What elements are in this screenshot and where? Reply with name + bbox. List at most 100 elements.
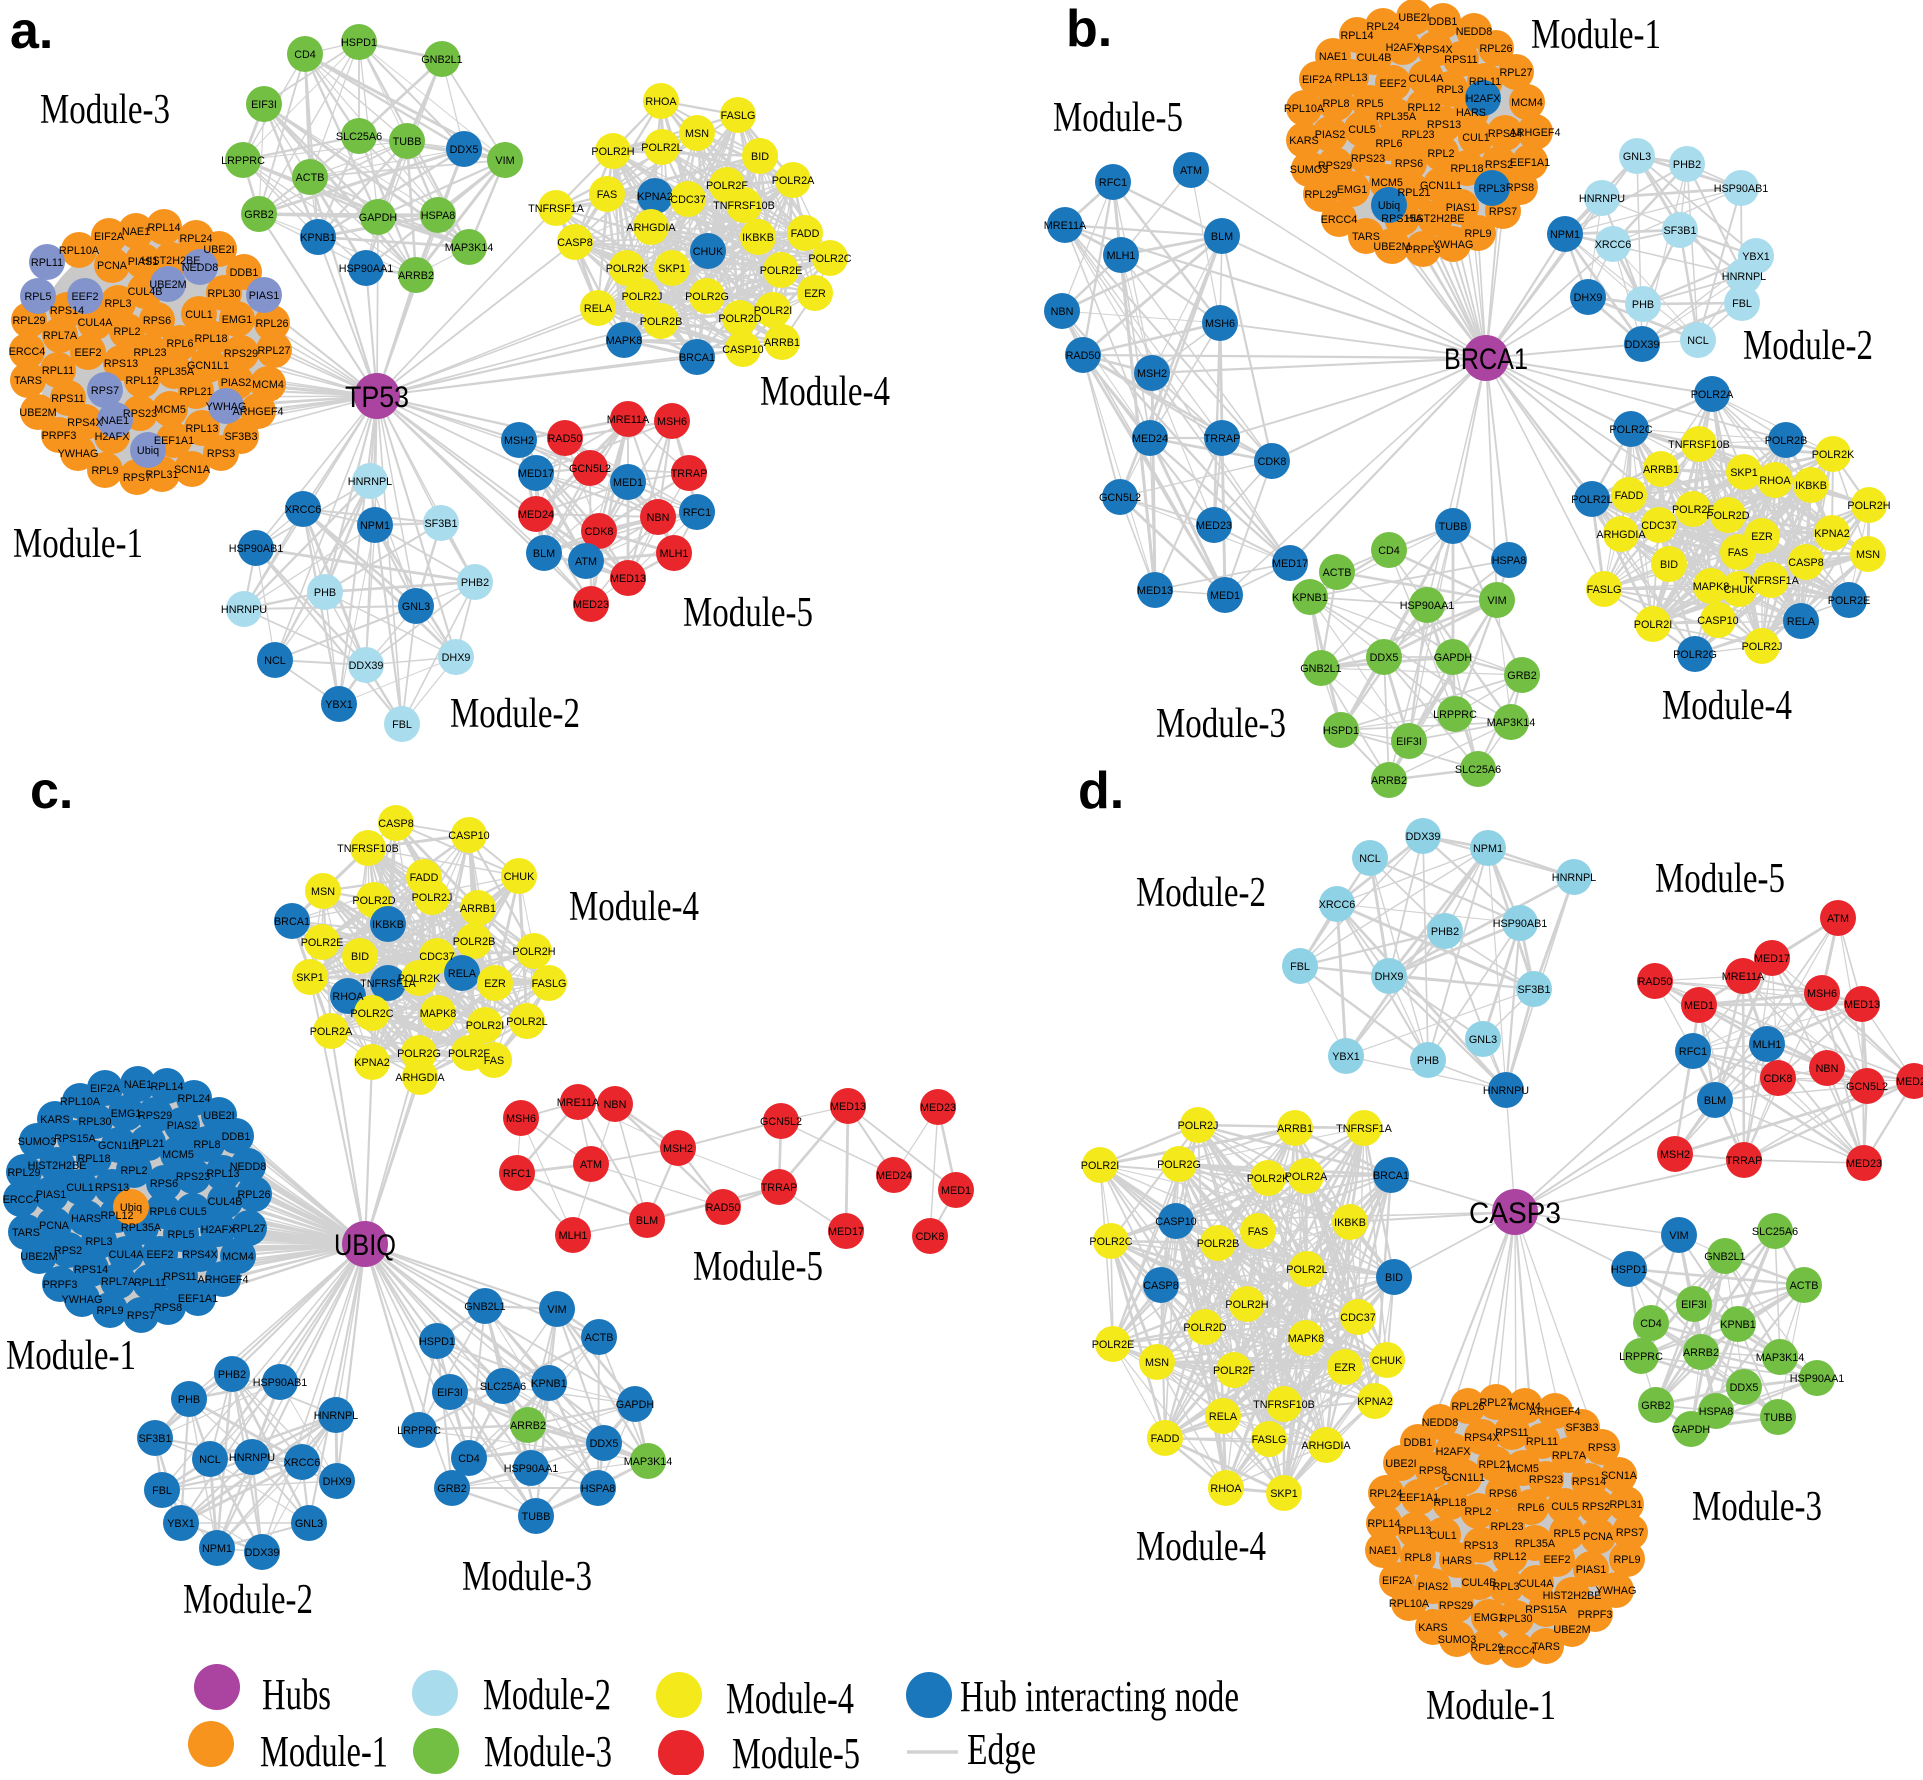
svg-text:RPL6: RPL6 (1375, 138, 1402, 150)
svg-text:TNFRSF1A: TNFRSF1A (1743, 575, 1800, 587)
svg-text:GNB2L1: GNB2L1 (421, 54, 462, 66)
svg-text:RPL5: RPL5 (167, 1229, 194, 1241)
svg-text:POLR2C: POLR2C (350, 1008, 393, 1020)
svg-text:TNFRSF1A: TNFRSF1A (528, 203, 585, 215)
svg-text:FADD: FADD (1151, 1433, 1180, 1445)
svg-text:ARRB2: ARRB2 (510, 1420, 546, 1432)
svg-text:RPL18: RPL18 (194, 333, 227, 345)
svg-text:EEF2: EEF2 (1543, 1554, 1570, 1566)
svg-text:UBE2I: UBE2I (203, 244, 234, 256)
svg-text:TNFRSF10B: TNFRSF10B (713, 200, 775, 212)
svg-text:YWHAG: YWHAG (62, 1294, 103, 1306)
svg-text:PIAS1: PIAS1 (1446, 202, 1477, 214)
svg-text:MED13: MED13 (1844, 999, 1880, 1011)
svg-text:RFC1: RFC1 (1099, 177, 1127, 189)
svg-text:MED1: MED1 (941, 1185, 971, 1197)
svg-text:NAE1: NAE1 (122, 226, 150, 238)
svg-text:ARRB1: ARRB1 (1643, 464, 1679, 476)
svg-text:RPL35A: RPL35A (1376, 111, 1417, 123)
svg-text:EMG1: EMG1 (111, 1108, 142, 1120)
svg-text:ACTB: ACTB (585, 1332, 614, 1344)
svg-text:POLR2E: POLR2E (1828, 595, 1871, 607)
svg-text:RPL9: RPL9 (1613, 1554, 1640, 1566)
svg-text:RPL11: RPL11 (42, 365, 74, 377)
svg-text:FAS: FAS (1248, 1226, 1268, 1238)
svg-text:ACTB: ACTB (1323, 567, 1352, 579)
svg-text:DDX5: DDX5 (590, 1438, 619, 1450)
svg-text:BID: BID (351, 951, 369, 963)
svg-text:RPL8: RPL8 (1404, 1552, 1431, 1564)
svg-text:PIAS2: PIAS2 (1418, 1581, 1449, 1593)
svg-text:MAP3K14: MAP3K14 (624, 1456, 673, 1468)
svg-text:GRB2: GRB2 (437, 1483, 466, 1495)
svg-text:IKBKB: IKBKB (372, 919, 404, 931)
svg-text:RPL30: RPL30 (207, 288, 240, 300)
svg-text:HSPA8: HSPA8 (581, 1483, 616, 1495)
svg-text:EIF2A: EIF2A (1382, 1575, 1413, 1587)
svg-text:FADD: FADD (791, 228, 820, 240)
svg-text:MSH2: MSH2 (504, 435, 534, 447)
svg-text:CUL4B: CUL4B (128, 286, 163, 298)
svg-text:RPL31: RPL31 (145, 469, 178, 481)
svg-text:KARS: KARS (40, 1114, 69, 1126)
svg-text:YWHAG: YWHAG (58, 448, 99, 460)
svg-text:Module-3: Module-3 (40, 87, 170, 133)
svg-text:XRCC6: XRCC6 (1319, 899, 1356, 911)
svg-text:NEDD8: NEDD8 (182, 262, 219, 274)
svg-text:DDX5: DDX5 (1730, 1382, 1759, 1394)
svg-text:EIF2A: EIF2A (94, 231, 125, 243)
svg-text:CASP10: CASP10 (1155, 1216, 1196, 1228)
svg-text:RPL10A: RPL10A (1389, 1598, 1430, 1610)
svg-text:FADD: FADD (1615, 490, 1644, 502)
svg-text:RPL5: RPL5 (1356, 98, 1383, 110)
svg-text:RPS14: RPS14 (50, 305, 84, 317)
svg-text:IKBKB: IKBKB (1334, 1217, 1366, 1229)
svg-text:HNRNPL: HNRNPL (1722, 271, 1766, 283)
svg-text:Module-1: Module-1 (260, 1727, 388, 1775)
svg-text:HSPA8: HSPA8 (421, 210, 456, 222)
svg-text:RFC1: RFC1 (503, 1168, 531, 1180)
svg-text:SF3B1: SF3B1 (1663, 225, 1696, 237)
svg-text:ARRB1: ARRB1 (460, 903, 496, 915)
svg-text:Module-5: Module-5 (1655, 856, 1785, 902)
svg-text:EEF1A1: EEF1A1 (1399, 1492, 1439, 1504)
svg-text:RPL7A: RPL7A (101, 1276, 136, 1288)
svg-text:POLR2D: POLR2D (352, 895, 395, 907)
svg-text:FAS: FAS (597, 189, 617, 201)
svg-text:RPL6: RPL6 (1517, 1502, 1544, 1514)
svg-text:EEF2: EEF2 (1379, 78, 1406, 90)
svg-text:ARHGEF4: ARHGEF4 (1530, 1406, 1581, 1418)
svg-text:CD4: CD4 (294, 49, 316, 61)
svg-text:TUBB: TUBB (1439, 521, 1468, 533)
svg-text:SF3B1: SF3B1 (424, 518, 457, 530)
svg-text:SUMO3: SUMO3 (18, 1136, 56, 1148)
svg-text:POLR2E: POLR2E (760, 265, 803, 277)
svg-text:LRPPRC: LRPPRC (397, 1425, 441, 1437)
svg-text:CUL4A: CUL4A (78, 317, 114, 329)
svg-text:CD4: CD4 (1378, 545, 1400, 557)
svg-text:RPS14: RPS14 (74, 1264, 108, 1276)
svg-text:Module-4: Module-4 (1136, 1524, 1266, 1570)
svg-text:CUL1: CUL1 (66, 1182, 94, 1194)
svg-text:FASLG: FASLG (721, 110, 756, 122)
svg-text:EIF2A: EIF2A (90, 1083, 121, 1095)
svg-text:NEDD8: NEDD8 (1422, 1417, 1459, 1429)
svg-text:XRCC6: XRCC6 (284, 1457, 321, 1469)
svg-text:RPS23: RPS23 (123, 408, 157, 420)
svg-text:POLR2C: POLR2C (808, 253, 851, 265)
svg-text:RPS7: RPS7 (1489, 206, 1517, 218)
svg-text:HNRNPU: HNRNPU (1483, 1085, 1529, 1097)
svg-text:Module-4: Module-4 (569, 884, 699, 930)
svg-text:Module-4: Module-4 (760, 369, 890, 415)
svg-text:RPS29: RPS29 (1439, 1600, 1473, 1612)
svg-text:POLR2I: POLR2I (466, 1020, 504, 1032)
svg-text:HSPD1: HSPD1 (341, 37, 377, 49)
svg-text:MRE11A: MRE11A (1722, 971, 1765, 983)
svg-text:LRPPRC: LRPPRC (1619, 1351, 1663, 1363)
svg-text:RAD50: RAD50 (706, 1202, 741, 1214)
svg-text:NCL: NCL (1687, 335, 1709, 347)
svg-text:MCM4: MCM4 (1511, 97, 1543, 109)
svg-text:RPL23: RPL23 (1490, 1521, 1523, 1533)
svg-text:CDC37: CDC37 (1641, 520, 1676, 532)
svg-text:TP53: TP53 (345, 381, 409, 414)
